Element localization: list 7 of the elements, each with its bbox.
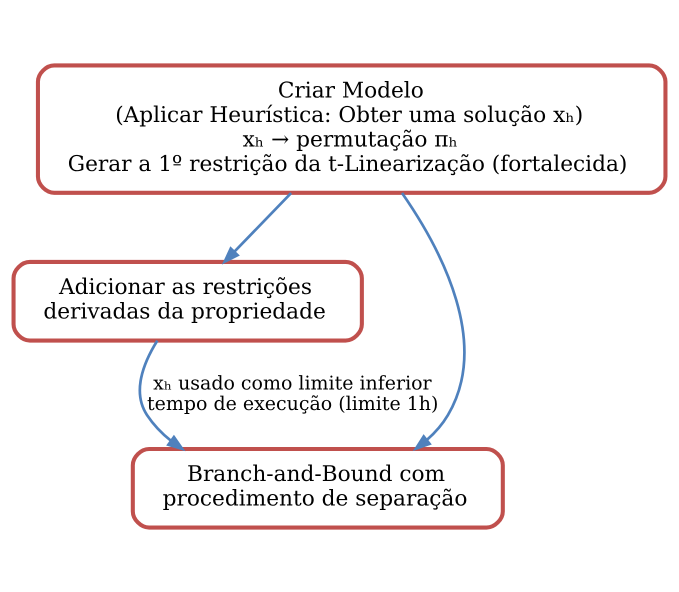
edge-label: xₕ usado como limite inferior tempo de execução (limite 1h) — [147, 372, 438, 414]
arrow — [400, 192, 466, 451]
node-box: Adicionar as restrições derivadas da propriedade — [12, 259, 364, 342]
arrow — [222, 192, 292, 264]
node-box: Criar Modelo (Aplicar Heurística: Obter uma solução xₕ) xₕ → permutação πₕ Gerar a 1º restrição da t-Linearização (fortalecida) — [36, 62, 668, 194]
node-box: Branch-and-Bound com procedimento de separação — [130, 446, 505, 530]
arrow — [138, 339, 186, 451]
